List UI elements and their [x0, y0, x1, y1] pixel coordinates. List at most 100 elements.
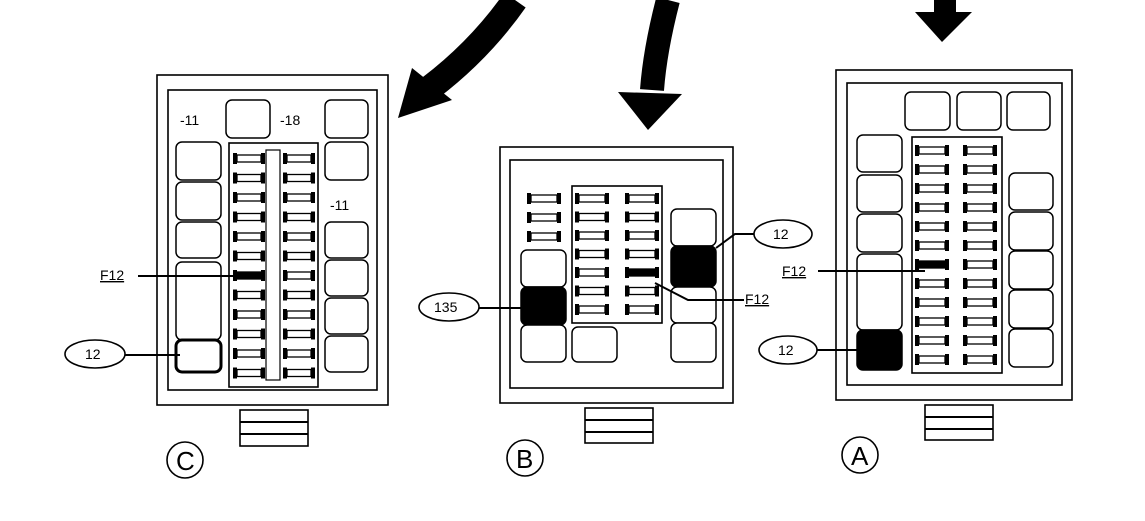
fuse	[963, 259, 997, 270]
fuse	[915, 278, 949, 289]
fuse-box-b: 135 12 F12 B	[418, 146, 813, 477]
fuse	[963, 202, 997, 213]
relay	[856, 213, 903, 253]
fuse	[575, 267, 609, 278]
relay	[324, 99, 369, 139]
fuse	[625, 248, 659, 260]
fuse	[915, 164, 949, 175]
connector	[924, 404, 994, 441]
fuse	[963, 164, 997, 175]
relay	[856, 174, 903, 213]
fuse	[233, 289, 265, 301]
fuse	[575, 248, 609, 260]
fuse	[915, 145, 949, 156]
relay	[175, 181, 222, 221]
fuse-label-f12: F12	[100, 267, 124, 283]
fuse	[283, 309, 315, 320]
relay	[324, 221, 369, 259]
relay-highlighted	[670, 245, 717, 288]
fuse-label-f12: F12	[782, 263, 806, 279]
fuse	[915, 202, 949, 213]
fuse	[575, 230, 609, 241]
fuse	[625, 211, 659, 223]
fuse	[915, 221, 949, 232]
fuse	[575, 304, 609, 315]
relay	[324, 297, 369, 335]
relay	[856, 253, 903, 331]
fuse	[963, 278, 997, 289]
fuse	[625, 304, 659, 315]
fuse	[283, 192, 315, 203]
fuse	[233, 348, 265, 359]
relay	[1008, 250, 1054, 290]
relay	[1008, 172, 1054, 211]
relay	[324, 335, 369, 373]
fuse	[283, 348, 315, 359]
relay-label-12: 12	[773, 226, 789, 242]
fuse	[527, 231, 561, 242]
fuse	[963, 316, 997, 327]
relay	[175, 141, 222, 181]
fuse-box-c: -11 -18 -11 F12 12 C	[64, 74, 389, 479]
box-letter-c: C	[176, 446, 195, 476]
fuse	[625, 285, 659, 297]
fuse	[963, 145, 997, 156]
relay	[1006, 91, 1051, 131]
fuse	[283, 270, 315, 281]
relay	[856, 134, 903, 173]
relay	[571, 326, 618, 363]
connector	[584, 407, 654, 444]
fuse	[915, 183, 949, 194]
fuse	[527, 212, 561, 223]
fuse	[963, 297, 997, 308]
relay	[956, 91, 1002, 131]
relay	[225, 99, 271, 139]
relay	[1008, 328, 1054, 368]
relay	[670, 286, 717, 324]
relay	[1008, 289, 1054, 329]
fuse	[915, 316, 949, 327]
fuse	[233, 250, 265, 262]
fuse	[283, 328, 315, 340]
fuse	[283, 231, 315, 242]
fuse	[283, 289, 315, 301]
fuse	[915, 335, 949, 346]
fuse	[575, 193, 609, 204]
relay	[175, 261, 222, 341]
fuse	[963, 354, 997, 365]
fuse-box-a: F12 12 A	[758, 69, 1073, 474]
relay-highlighted	[856, 329, 903, 371]
connector	[239, 409, 309, 447]
fuse	[963, 221, 997, 232]
fuse-f12-highlighted	[915, 259, 949, 270]
fuse	[283, 250, 315, 262]
arrow-to-box-b	[618, 0, 682, 130]
fuse	[283, 211, 315, 223]
arrow-to-box-c	[398, 0, 526, 118]
relay	[324, 141, 369, 181]
fuse	[963, 335, 997, 346]
fuse	[527, 193, 561, 204]
fuse	[233, 367, 265, 379]
fuse	[575, 211, 609, 223]
fuse	[915, 297, 949, 308]
relay	[175, 221, 222, 259]
fuse	[915, 354, 949, 365]
arrow-to-box-a	[915, 0, 972, 42]
fuse	[283, 153, 315, 164]
relay	[670, 208, 717, 247]
fuse-panel	[911, 136, 1003, 374]
fuse-label-f12: F12	[745, 291, 769, 307]
relay-highlighted	[520, 286, 567, 326]
fuse	[283, 172, 315, 184]
relay	[904, 91, 951, 131]
relay	[174, 338, 223, 374]
fuse	[575, 285, 609, 297]
box-letter-a: A	[851, 441, 869, 471]
fuse	[233, 153, 265, 164]
relay	[324, 259, 369, 297]
fuse	[233, 192, 265, 203]
relay	[1008, 211, 1054, 251]
small-label: -11	[180, 112, 199, 128]
